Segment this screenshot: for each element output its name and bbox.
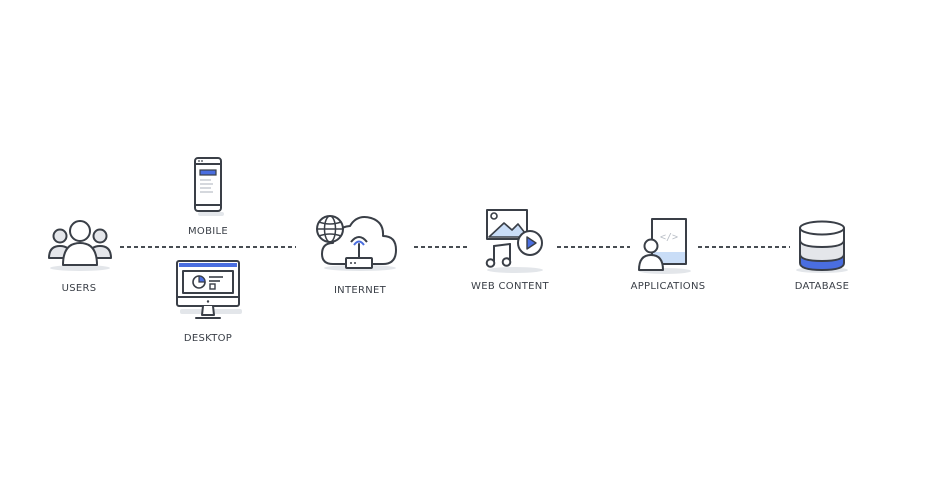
smartphone-icon <box>194 157 224 216</box>
code-document-user-icon: </> <box>638 218 691 274</box>
desktop-monitor-icon <box>176 260 242 319</box>
internet-label: INTERNET <box>333 285 387 296</box>
media-image-music-play-icon <box>485 209 543 273</box>
applications-label: APPLICATIONS <box>630 281 706 292</box>
users-label: USERS <box>61 283 97 294</box>
database-label: DATABASE <box>794 281 850 292</box>
mobile-label: MOBILE <box>188 226 228 237</box>
desktop-label: DESKTOP <box>183 333 233 344</box>
cloud-router-globe-icon <box>316 215 397 271</box>
svg-text:</>: </> <box>660 232 678 243</box>
web-content-label: WEB CONTENT <box>471 281 549 292</box>
database-cylinder-icon <box>796 220 848 273</box>
users-group-icon <box>48 220 112 271</box>
